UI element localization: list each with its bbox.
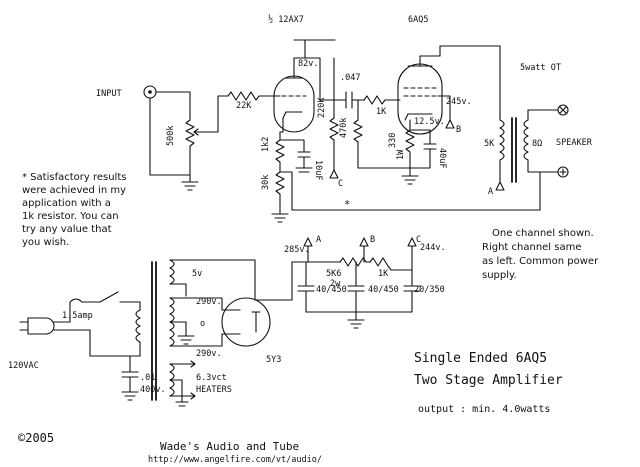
input-section: INPUT 500k 22K (96, 85, 281, 191)
c01-label: .01 (140, 373, 155, 383)
fuse-label: 1.5amp (62, 311, 93, 321)
v244-label: 244v. (420, 243, 446, 253)
brand: Wade's Audio and Tube (160, 440, 299, 453)
t5v-label: 5v (192, 269, 202, 279)
node-b-label: B (456, 125, 461, 135)
ct-mark: o (200, 319, 205, 329)
resistor-30k (275, 171, 285, 209)
node-c-label: C (338, 179, 343, 189)
ground-icon (169, 321, 195, 345)
resistor-330 (405, 129, 415, 169)
r1k-label: 1K (376, 107, 387, 117)
r5k6-label: 5K6 (326, 269, 341, 279)
ohm8-label: 8Ω (532, 139, 542, 149)
tube-v2-label: 6AQ5 (408, 15, 428, 25)
t63-label: 6.3vct (196, 373, 227, 383)
heaters-label: HEATERS (196, 385, 232, 395)
node-c-rail-label: C (416, 235, 421, 245)
channel-note: One channel shown. Right channel same as… (482, 228, 599, 281)
cathode2-voltage: 12.5v. (414, 117, 445, 127)
rect-label: 5Y3 (266, 355, 281, 365)
node-b-rail-label: B (370, 235, 375, 245)
r1w-label: 1W (396, 149, 406, 160)
r220k-label: 220K (317, 97, 327, 118)
mains-plug-icon (27, 317, 55, 335)
title-line2: Two Stage Amplifier (414, 373, 563, 388)
channel-note-line: Right channel same (482, 242, 582, 253)
star-note-line: 1k resistor. You can (22, 211, 119, 222)
v285-label: 285v. (284, 245, 310, 255)
plate-resistor-220k: 220K C (317, 57, 343, 189)
footer: ©2005 Wade's Audio and Tube http://www.a… (18, 431, 322, 465)
title-line1: Single Ended 6AQ5 (414, 351, 547, 366)
r330-label: 330 (388, 133, 398, 148)
tube-12ax7: ½ 12AX7 82v. 1k2 30k 10uF (261, 14, 341, 223)
r30k-label: 30k (261, 175, 271, 190)
ground-icon (271, 207, 289, 223)
c10uf-label: 10uF (313, 160, 323, 180)
input-label: INPUT (96, 89, 122, 99)
star-note-line: application with a (22, 198, 111, 209)
node-a-label: A (316, 235, 321, 245)
speaker-label: SPEAKER (556, 138, 593, 148)
tube-v1-label: ½ 12AX7 (268, 14, 304, 25)
node-a-top-label: A (488, 187, 493, 197)
channel-note-line: supply. (482, 270, 517, 281)
t290b-label: 290v. (196, 349, 222, 359)
tube-6aq5: 6AQ5 B 245v. 330 1W 12.5v. 40uF (388, 15, 501, 185)
ot-label: 5watt OT (520, 63, 561, 73)
title-block: Single Ended 6AQ5 Two Stage Amplifier ou… (414, 351, 563, 415)
ground-icon (401, 167, 419, 185)
feedback-star: * (344, 199, 350, 211)
volume-pot (185, 119, 195, 176)
cap3-label: 20/350 (414, 285, 445, 295)
r1k-b-label: 1K (378, 269, 389, 279)
pot-label: 500k (166, 126, 176, 146)
plate2-voltage: 245v. (446, 97, 472, 107)
bypass-cap-10uf (279, 139, 313, 173)
ground-icon (305, 311, 413, 329)
url: http://www.angelfire.com/vt/audio/ (148, 455, 322, 465)
r1k2-label: 1k2 (261, 137, 271, 152)
r2w-label: 2w (330, 279, 341, 289)
star-note: * Satisfactory results were achieved in … (22, 172, 126, 248)
star-note-line: * Satisfactory results (22, 172, 126, 183)
power-supply: 120VAC 1.5amp .01 400v. 5v 290v. 290v. o… (8, 235, 446, 407)
ground-icon (181, 174, 199, 191)
tube-12ax7-envelope (273, 75, 315, 133)
coupling-cap-047: .047 470k 1K (339, 73, 411, 169)
star-note-line: try any value that (22, 224, 112, 235)
plate1-voltage: 82v. (298, 59, 318, 69)
cap1-label: 40/450 (316, 285, 347, 295)
resistor-1k2 (275, 131, 285, 173)
resistor-22k (227, 91, 281, 101)
channel-note-line: One channel shown. (492, 228, 594, 239)
speaker-terminal-neg-icon (557, 104, 569, 116)
channel-note-line: as left. Common power (482, 256, 599, 267)
tube-6aq5-envelope (397, 63, 443, 135)
input-jack-center-icon (148, 90, 152, 94)
speaker-terminal-pos-icon (557, 166, 569, 178)
r470k-label: 470k (339, 118, 349, 138)
t290a-label: 290v. (196, 297, 222, 307)
c400-label: 400v. (140, 385, 166, 395)
rectifier-5y3 (221, 297, 271, 347)
title-line3: output : min. 4.0watts (418, 404, 550, 415)
star-note-line: you wish. (22, 237, 69, 248)
r22k-label: 22K (236, 101, 252, 111)
output-transformer: 5watt OT 5K A 8Ω SPEAKER * (291, 63, 593, 211)
mains-label: 120VAC (8, 361, 39, 371)
star-note-line: were achieved in my (22, 185, 126, 196)
c40uf-label: 40uF (437, 148, 447, 168)
copyright: ©2005 (18, 431, 54, 445)
r5k-label: 5K (484, 139, 495, 149)
c047-label: .047 (340, 73, 360, 83)
cap2-label: 40/450 (368, 285, 399, 295)
